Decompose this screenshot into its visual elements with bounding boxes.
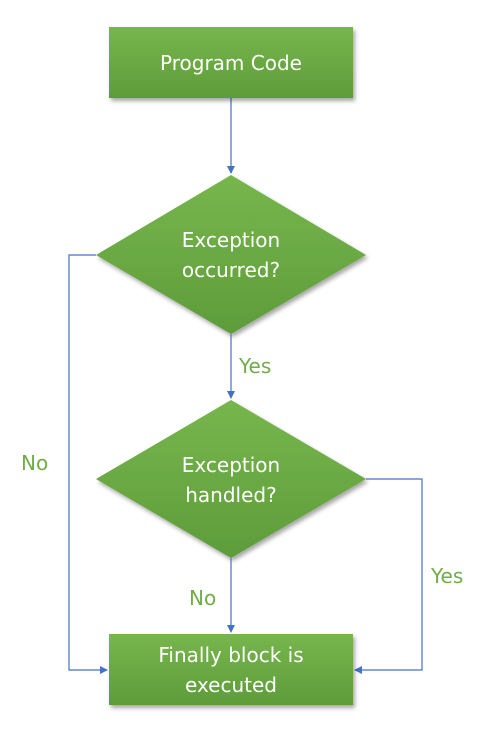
end-node-line2: executed bbox=[185, 672, 277, 697]
start-node-program-code: Program Code bbox=[109, 27, 353, 98]
decision2-text: Exception handled? bbox=[131, 450, 331, 510]
decision-occurred-diamond bbox=[96, 175, 366, 334]
decision2-line2: handled? bbox=[185, 483, 277, 507]
decision1-text: Exception occurred? bbox=[131, 225, 331, 285]
end-node-line1: Finally block is bbox=[158, 642, 304, 667]
edge-label-decision2-yes: Yes bbox=[431, 564, 464, 588]
connector-decision2-yes bbox=[354, 478, 423, 674]
decision-handled-diamond bbox=[96, 400, 366, 558]
edge-label-decision1-yes: Yes bbox=[239, 354, 272, 378]
decision1-line2: occurred? bbox=[181, 258, 281, 282]
decision2-line1: Exception bbox=[181, 453, 281, 477]
connector-decision1-no bbox=[68, 254, 108, 674]
decision1-line1: Exception bbox=[181, 228, 281, 252]
edge-label-decision1-no: No bbox=[21, 451, 49, 475]
start-node-text: Program Code bbox=[160, 50, 302, 75]
edge-label-decision2-no: No bbox=[189, 586, 217, 610]
end-node-finally-block: Finally block is executed bbox=[109, 634, 353, 705]
